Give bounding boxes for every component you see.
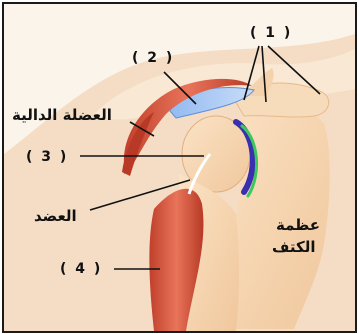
label-3: ( 3 ) [26, 150, 68, 164]
diagram-frame: ( 1 ) ( 2 ) العضلة الدالية ( 3 ) العضد ع… [2, 2, 357, 333]
shoulder-illustration [4, 4, 355, 331]
label-scapula-line1: عظمة [276, 218, 320, 233]
label-deltoid: العضلة الدالية [12, 108, 112, 123]
label-scapula-line2: الكتف [272, 240, 315, 255]
label-humerus: العضد [34, 209, 77, 224]
label-1: ( 1 ) [250, 26, 292, 40]
label-2: ( 2 ) [132, 51, 174, 65]
label-4: ( 4 ) [60, 262, 102, 276]
